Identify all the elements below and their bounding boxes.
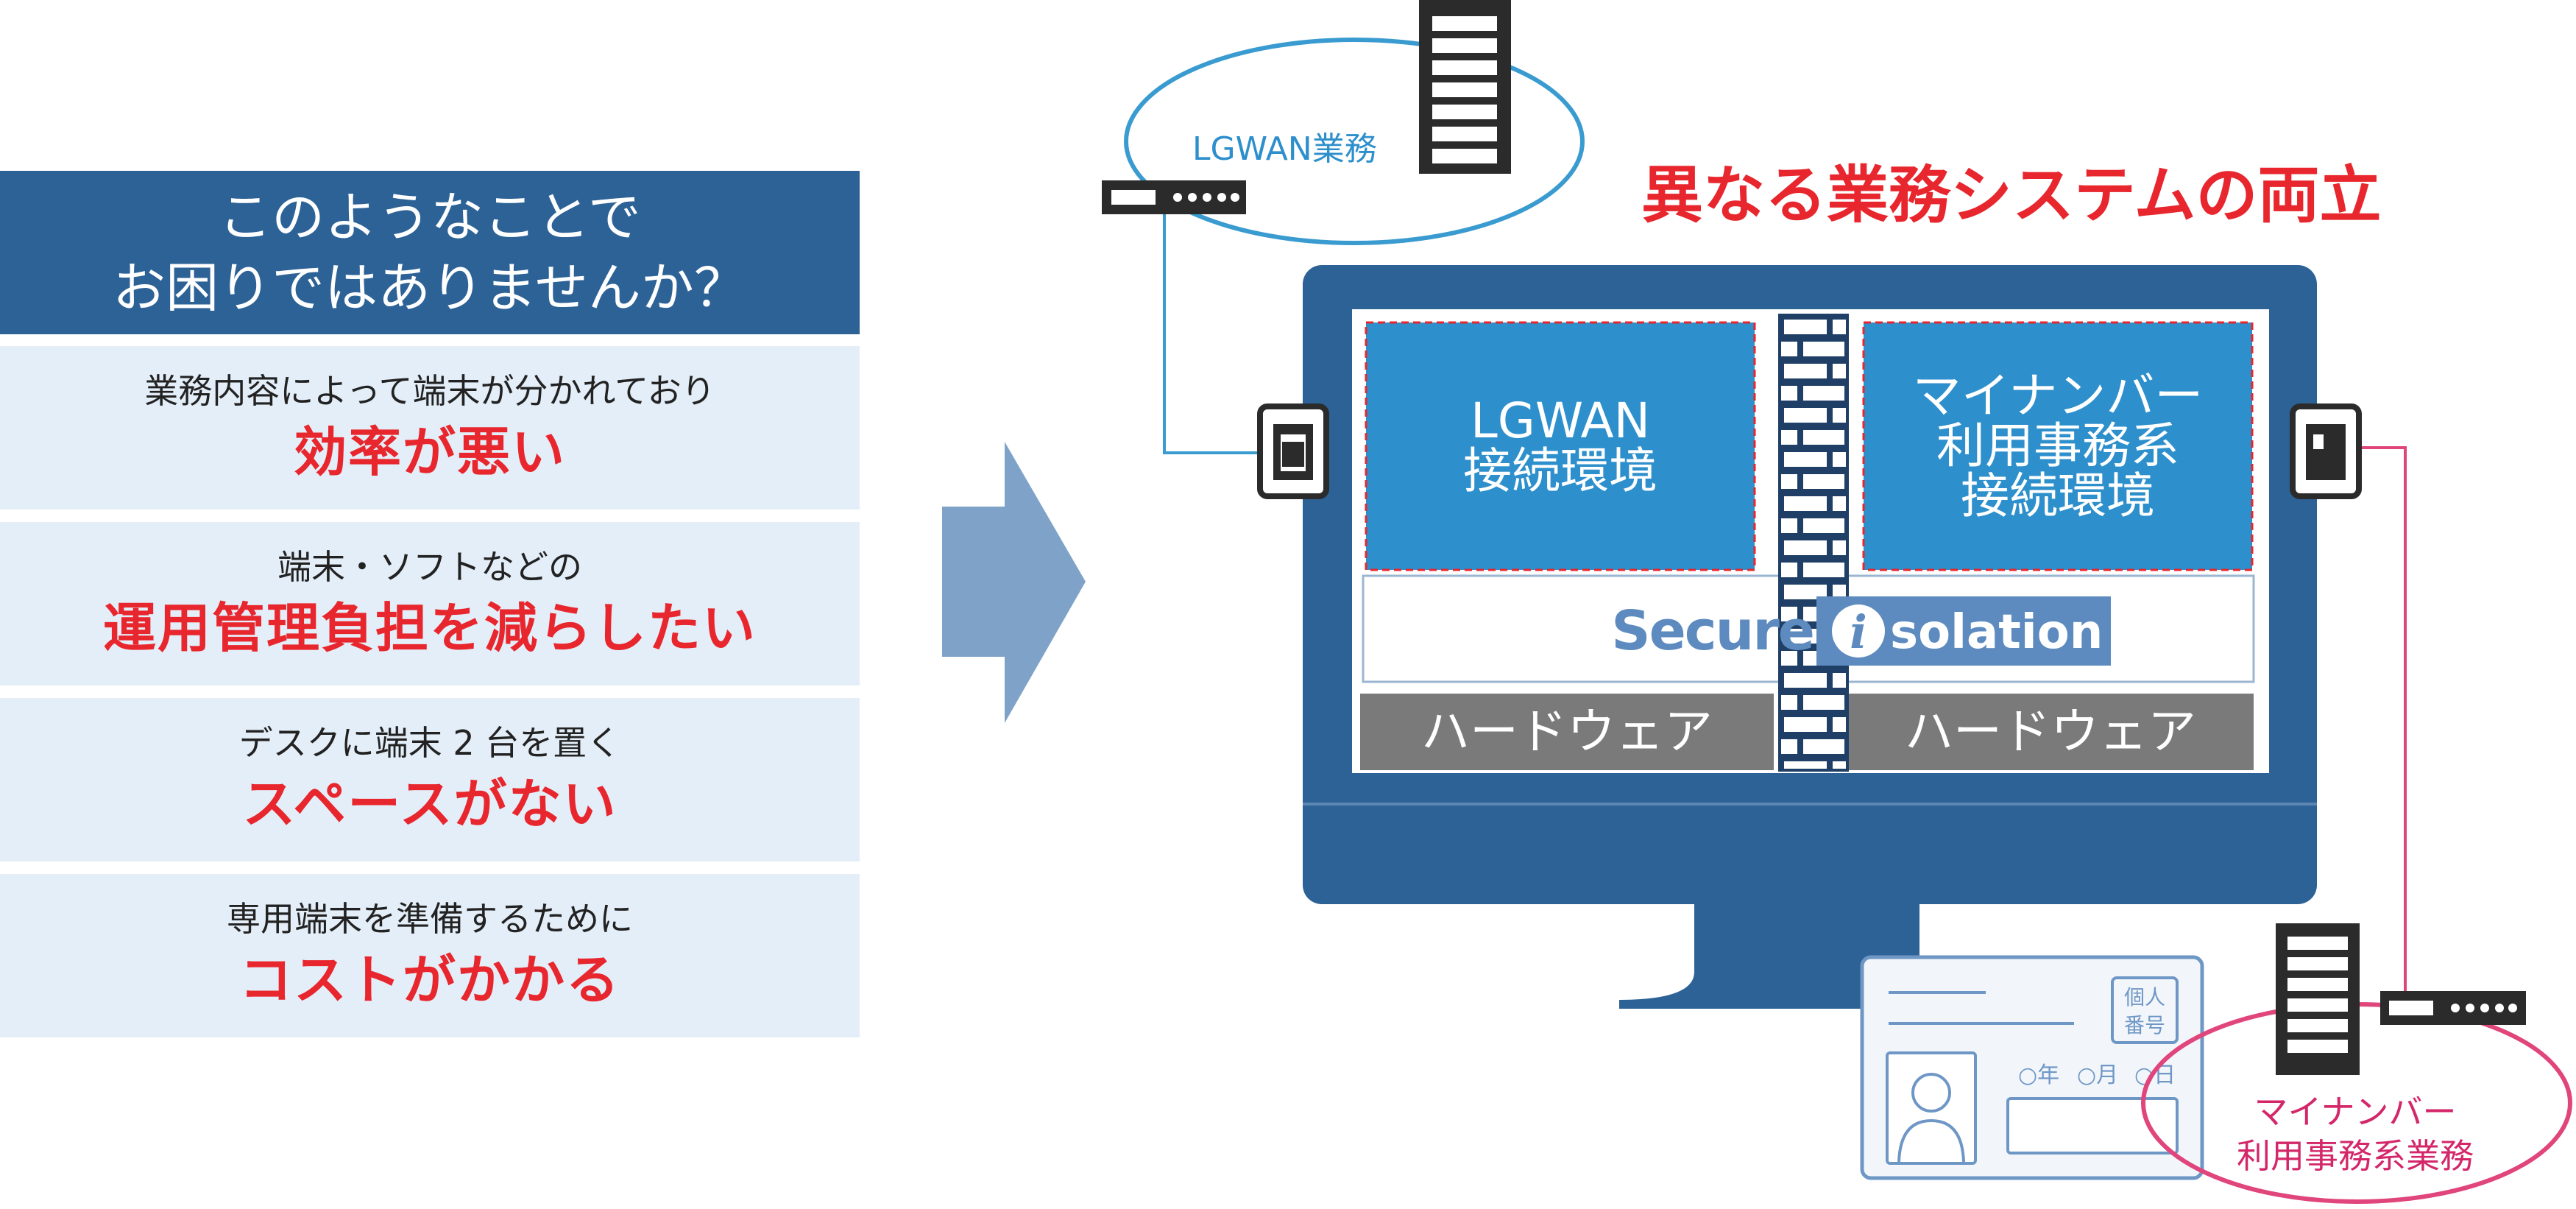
server-icon <box>2276 923 2360 1075</box>
i-circle <box>1832 604 1885 658</box>
hardware-left-label: ハードウェア <box>1421 703 1713 760</box>
server-icon <box>1419 0 1511 174</box>
mynumber-cloud-line2: 利用事務系業務 <box>2237 1136 2474 1176</box>
card-label-line2: 番号 <box>2124 1013 2165 1037</box>
problem-main: 効率が悪い <box>293 421 566 483</box>
problem-sub: 端末・ソフトなどの <box>277 547 582 587</box>
brand-isolation: solation <box>1890 605 2103 660</box>
lgwan-env-line2: 接続環境 <box>1463 443 1657 499</box>
card-date-day: ○日 <box>2134 1062 2176 1088</box>
arrow-right-icon <box>942 442 1086 723</box>
question-header-line1: このようなことで <box>219 186 641 248</box>
problem-sub: 専用端末を準備するために <box>227 899 633 939</box>
lgwan-cloud-label: LGWAN業務 <box>1192 130 1377 168</box>
lgwan-env-line1: LGWAN <box>1470 392 1651 449</box>
problem-main: 運用管理負担を減らしたい <box>102 597 757 659</box>
diagram-title: 異なる業務システムの両立 <box>1641 159 2382 231</box>
mynumber-cloud-label: マイナンバー 利用事務系業務 <box>2201 1090 2510 1178</box>
mynumber-cloud-line1: マイナンバー <box>2254 1092 2457 1132</box>
lgwan-connection-line <box>1163 200 1260 454</box>
router-icon <box>1102 180 1246 214</box>
problem-main: スペースがない <box>242 773 618 835</box>
problem-item: デスクに端末 2 台を置く スペースがない <box>0 698 860 861</box>
mynumber-env-box <box>1862 321 2254 571</box>
ethernet-port-icon <box>1257 403 1329 499</box>
lgwan-env-label: LGWAN 接続環境 <box>1366 396 1755 496</box>
problem-item: 端末・ソフトなどの 運用管理負担を減らしたい <box>0 522 860 685</box>
hardware-right-label: ハードウェア <box>1905 703 2196 760</box>
lgwan-env-box <box>1365 321 1756 571</box>
mynumber-env-line1: マイナンバー <box>1912 367 2204 424</box>
hardware-left-bar <box>1360 694 1774 770</box>
problem-main: コストがかかる <box>238 949 620 1011</box>
hardware-right-bar <box>1847 694 2254 770</box>
problem-item: 専用端末を準備するために コストがかかる <box>0 874 860 1037</box>
mynumber-env-line2: 利用事務系 <box>1936 417 2179 474</box>
card-label-line1: 個人 <box>2124 985 2165 1009</box>
question-header: このようなことで お困りではありませんか？ <box>0 171 860 334</box>
lgwan-cloud <box>1124 38 1585 245</box>
mynumber-env-line3: 接続環境 <box>1961 468 2155 524</box>
problem-sub: 業務内容によって端末が分かれており <box>144 371 715 411</box>
ethernet-port-icon <box>2290 403 2362 499</box>
mynumber-connection-line <box>2354 446 2407 1009</box>
mynumber-env-label: マイナンバー 利用事務系 接続環境 <box>1864 371 2252 521</box>
brand-i: i <box>1850 605 1867 659</box>
question-header-line2: お困りではありませんか？ <box>113 257 747 319</box>
brand-secure: Secure <box>1611 599 1814 663</box>
id-card-icon <box>1860 955 2204 1180</box>
card-date-month: ○月 <box>2077 1062 2118 1088</box>
brick-wall-icon <box>1780 315 1847 770</box>
card-date-year: ○年 <box>2018 1062 2059 1088</box>
problem-item: 業務内容によって端末が分かれており 効率が悪い <box>0 346 860 510</box>
problem-sub: デスクに端末 2 台を置く <box>238 723 621 763</box>
router-icon <box>2380 991 2526 1025</box>
